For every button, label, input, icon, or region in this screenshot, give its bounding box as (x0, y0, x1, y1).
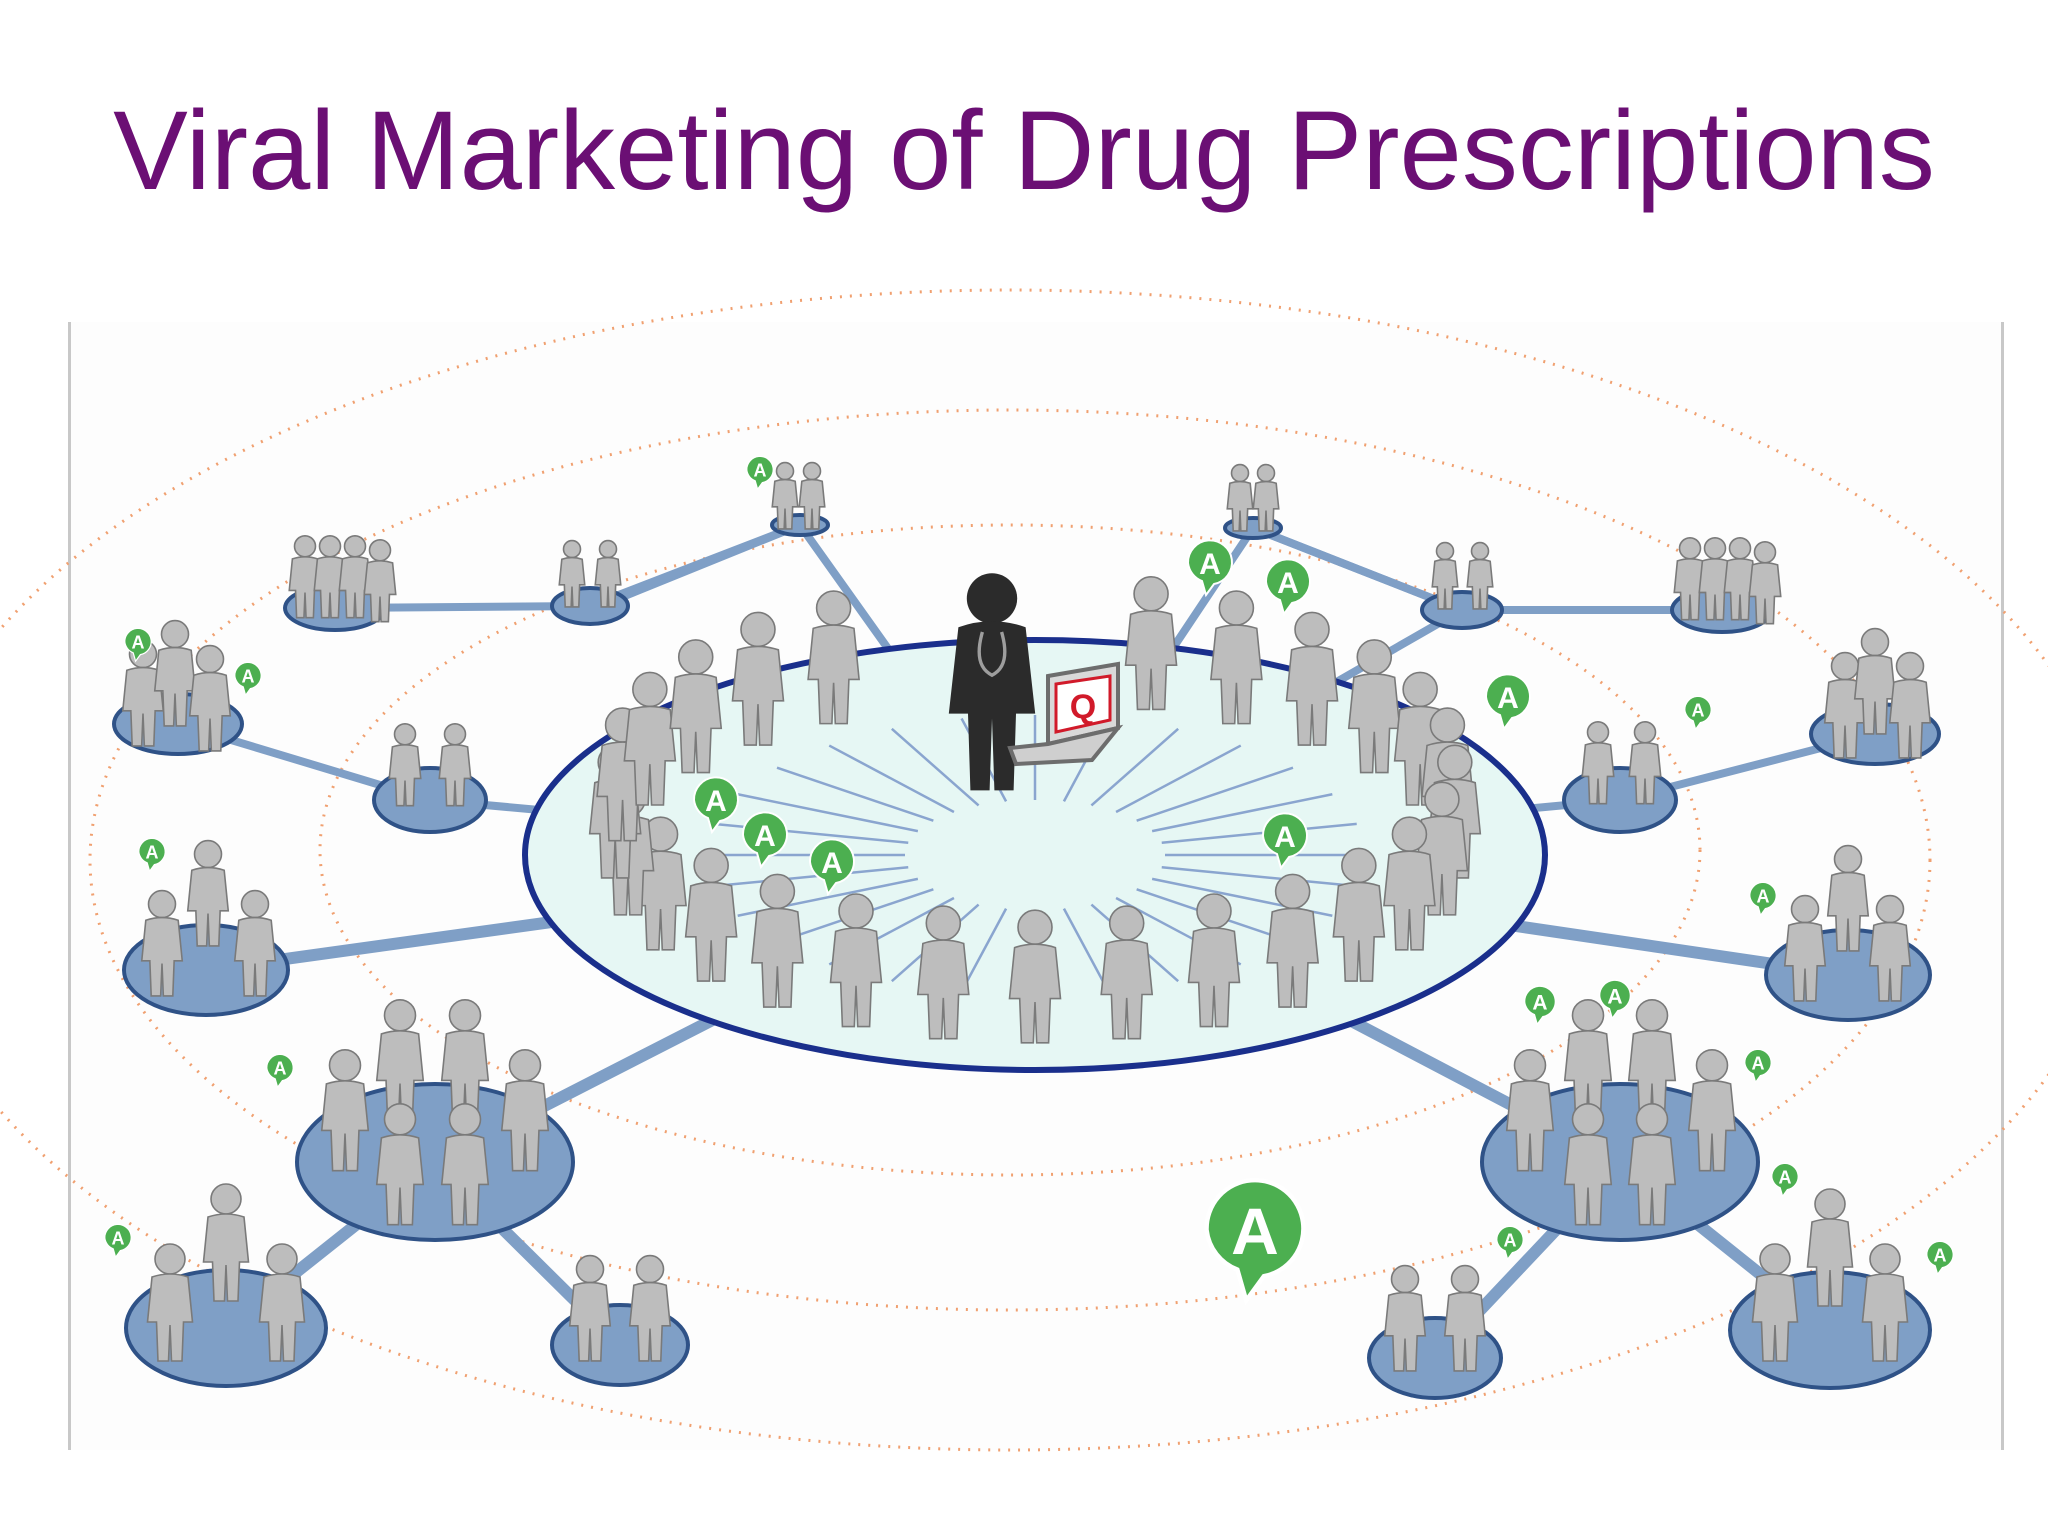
speech-bubble-label: A (242, 667, 255, 687)
speech-bubble-label: A (1779, 1168, 1792, 1188)
radial-line (737, 793, 919, 833)
speech-bubble-icon: A (1926, 1240, 1954, 1275)
speech-bubble-label: A (132, 633, 145, 653)
dotted-rings (0, 288, 2048, 1452)
speech-bubble-label: A (821, 847, 843, 880)
speech-bubble-icon: A (1598, 979, 1632, 1020)
link-node-top-left-mid-1 (586, 521, 804, 610)
speech-bubble-label: A (1277, 567, 1299, 600)
radial-line (1062, 908, 1110, 993)
speech-bubble-icon: A (1744, 1048, 1772, 1083)
speech-bubble-icon: A (746, 455, 774, 490)
speech-bubble-label: A (146, 843, 159, 863)
speech-bubble-icon: A (1186, 539, 1233, 596)
speech-bubble-icon: A (1261, 812, 1308, 869)
speech-bubble-label: A (1497, 682, 1519, 715)
speech-bubble-icon: A (138, 837, 166, 872)
speech-bubble-label: A (274, 1059, 287, 1079)
speech-bubble-icon: A (1207, 1180, 1304, 1300)
speech-bubble-icon: A (1496, 1225, 1524, 1260)
speech-bubble-label: A (1504, 1231, 1517, 1251)
speech-bubble-icon: A (692, 776, 739, 833)
speech-bubble-icon: A (124, 627, 152, 662)
radial-line (1090, 727, 1180, 807)
speech-bubble-label: A (754, 820, 776, 853)
speech-bubble-label: A (1231, 1194, 1279, 1268)
speech-bubble-icon: A (1484, 673, 1531, 730)
speech-bubble-label: A (1607, 986, 1622, 1009)
speech-bubble-icon: A (1771, 1162, 1799, 1197)
radial-line (776, 766, 934, 822)
link-node-top-right-mid-1 (1249, 524, 1466, 614)
speech-bubble-icon: A (1684, 695, 1712, 730)
radial-line (1115, 744, 1242, 814)
radial-line (713, 865, 909, 888)
radial-line (1136, 766, 1294, 822)
speech-bubble-icon: A (741, 811, 788, 868)
speech-bubble-icon: A (1523, 985, 1557, 1026)
speech-bubble-label: A (1274, 821, 1296, 854)
radial-line (960, 908, 1008, 993)
speech-bubble-icon: A (1749, 881, 1777, 916)
speech-bubble-label: A (1752, 1054, 1765, 1074)
speech-bubble-icon: A (104, 1223, 132, 1258)
radial-line (1151, 793, 1333, 833)
node-top-left-mid (550, 586, 630, 626)
radial-line (828, 744, 955, 814)
speech-bubble-label: A (1934, 1246, 1947, 1266)
speech-bubble-label: A (1692, 701, 1705, 721)
radial-line (1161, 822, 1357, 845)
speech-bubble-label: A (705, 785, 727, 818)
dotted-ring-inner (318, 523, 1702, 1177)
dotted-ring-middle (88, 408, 1932, 1312)
dotted-ring-outer (0, 288, 2048, 1452)
slide-title: Viral Marketing of Drug Prescriptions (113, 88, 1935, 213)
speech-bubble-icon: A (808, 838, 855, 895)
laptop-screen-label: Q (1070, 688, 1096, 726)
laptop-icon: Q (1007, 661, 1124, 767)
speech-bubble-icon: A (266, 1053, 294, 1088)
speech-bubble-label: A (754, 461, 767, 481)
speech-bubble-icon: A (1264, 558, 1311, 615)
speech-bubble-label: A (1757, 887, 1770, 907)
radial-line (1161, 865, 1357, 888)
speech-bubble-label: A (112, 1229, 125, 1249)
speech-bubble-label: A (1199, 548, 1221, 581)
speech-bubble-icon: A (234, 661, 262, 696)
node-top-right-mid (1420, 590, 1504, 630)
node-right-mid (1562, 766, 1678, 834)
radial-line (890, 727, 980, 807)
speech-bubble-label: A (1532, 992, 1547, 1015)
